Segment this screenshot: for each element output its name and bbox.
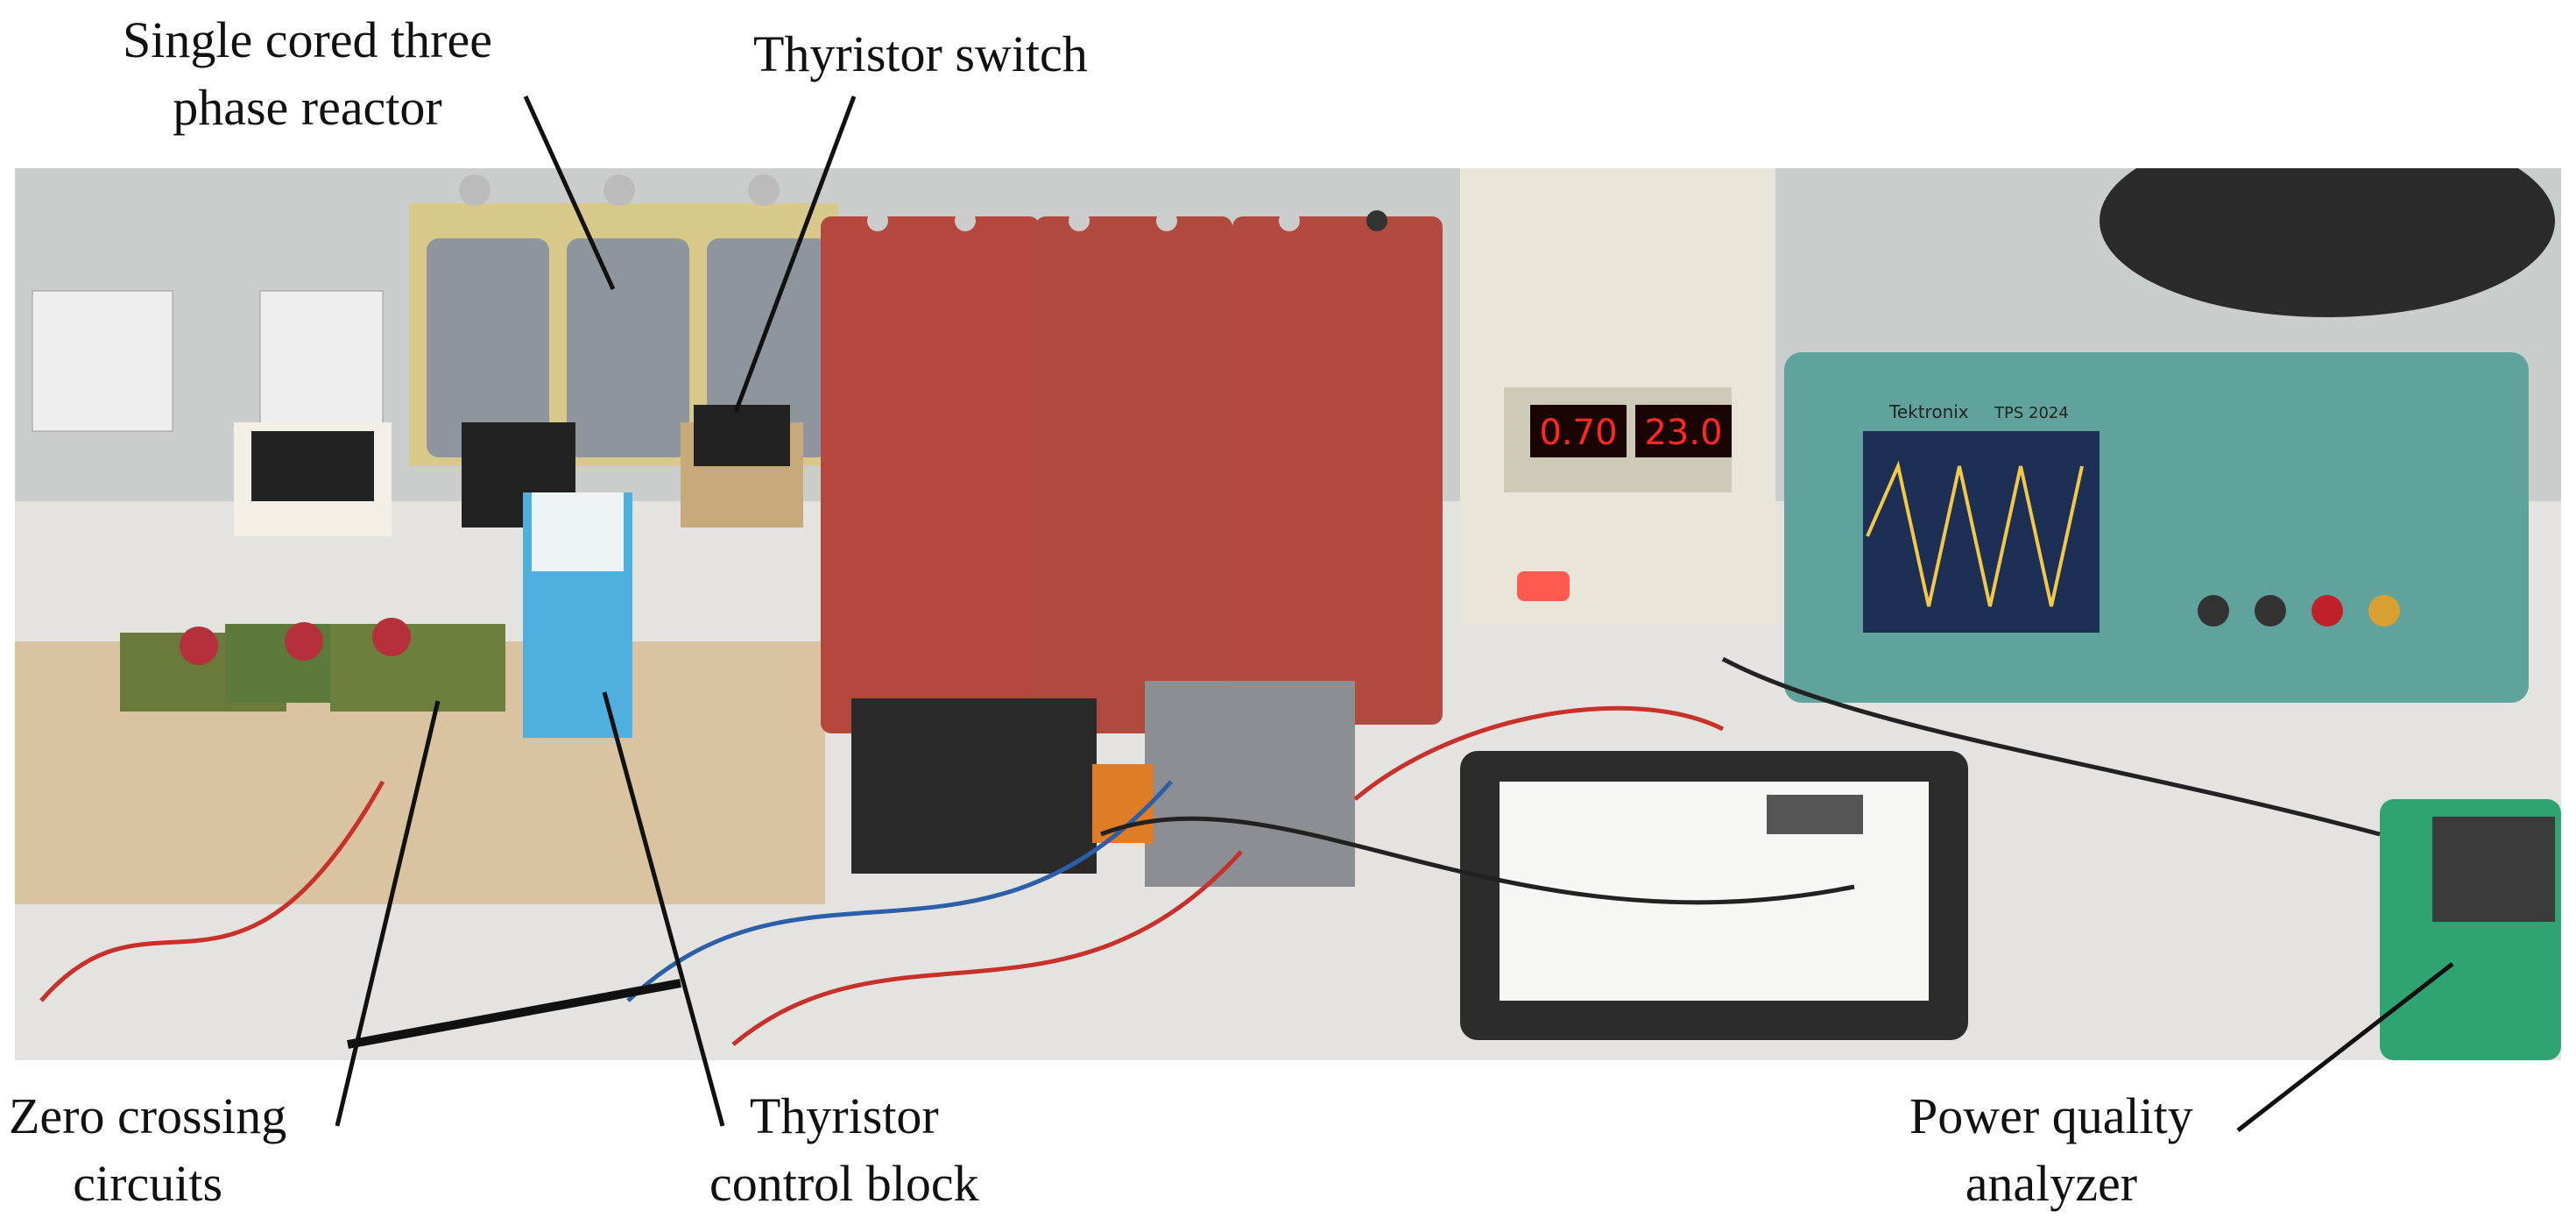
thyristor-control-block bbox=[851, 681, 1355, 887]
capacitor-bank bbox=[821, 210, 1443, 733]
lab-setup-photo: 0.70 23.0 Tektronix TPS 2024 bbox=[15, 168, 2561, 1060]
label-zero-crossing-circuits: Zero crossing circuits bbox=[9, 1083, 286, 1217]
label-thyristor-control-block: Thyristor control block bbox=[709, 1083, 979, 1217]
psu-current-readout: 0.70 bbox=[1539, 413, 1617, 453]
label-line: Thyristor switch bbox=[753, 25, 1088, 82]
label-thyristor-switch: Thyristor switch bbox=[753, 21, 1088, 89]
cables bbox=[39, 656, 2381, 1046]
oscilloscope-screen bbox=[1863, 431, 2100, 633]
oscilloscope-trace bbox=[1866, 460, 2084, 607]
power-quality-analyzer bbox=[2380, 799, 2561, 1060]
circuit-breakers bbox=[32, 290, 384, 432]
leader-line-pqa bbox=[2236, 962, 2454, 1132]
label-line: circuits bbox=[73, 1154, 223, 1212]
psu-voltage-display bbox=[1635, 405, 1732, 457]
label-line: control block bbox=[709, 1154, 979, 1212]
psu-voltage-readout: 23.0 bbox=[1644, 413, 1722, 453]
leader-line-control-block bbox=[602, 691, 725, 1127]
label-line: phase reactor bbox=[173, 78, 442, 136]
leader-line-thyristor-switch bbox=[733, 96, 857, 413]
leader-line-zero-crossing bbox=[335, 700, 441, 1127]
scope-probe bbox=[347, 979, 681, 1049]
bench-power-supply: 0.70 23.0 bbox=[1460, 168, 1775, 624]
label-line: analyzer bbox=[1965, 1154, 2138, 1212]
label-line: Zero crossing bbox=[9, 1087, 287, 1144]
chair bbox=[2100, 168, 2555, 317]
label-line: Thyristor bbox=[749, 1087, 939, 1144]
oscilloscope: Tektronix TPS 2024 bbox=[1784, 352, 2529, 703]
label-single-cored-reactor: Single cored three phase reactor bbox=[123, 7, 492, 141]
thyristor-switches bbox=[234, 405, 803, 536]
label-power-quality-analyzer: Power quality analyzer bbox=[1909, 1083, 2193, 1217]
label-line: Single cored three bbox=[123, 11, 492, 68]
oscilloscope-brand: Tektronix bbox=[1888, 401, 1969, 422]
psu-current-display bbox=[1530, 405, 1627, 457]
oscilloscope-model: TPS 2024 bbox=[1994, 404, 2069, 422]
dc-power-supply-label bbox=[532, 492, 624, 571]
leader-line-reactor bbox=[523, 95, 616, 291]
lab-setup-illustration: 0.70 23.0 Tektronix TPS 2024 bbox=[15, 168, 2561, 1060]
psu-power-button bbox=[1517, 571, 1570, 601]
zero-crossing-boards bbox=[120, 618, 505, 712]
label-line: Power quality bbox=[1909, 1087, 2193, 1144]
